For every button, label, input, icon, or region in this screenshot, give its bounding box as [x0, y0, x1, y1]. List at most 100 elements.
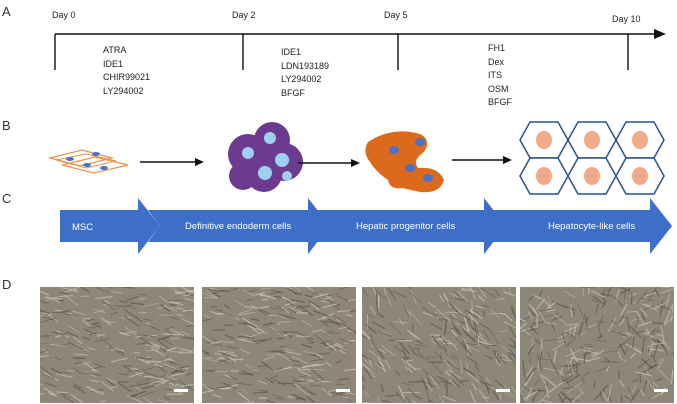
cell-texture: [281, 347, 295, 352]
cell-texture: [441, 318, 449, 322]
cell-texture: [648, 287, 658, 300]
cell-texture: [367, 349, 377, 356]
hepatocyte-nucleus: [632, 131, 648, 149]
cell-texture: [315, 381, 328, 384]
cell-texture: [508, 343, 516, 350]
cell-texture: [394, 370, 401, 376]
cell-texture: [640, 389, 645, 397]
cell-texture: [136, 342, 146, 345]
cell-texture: [295, 366, 302, 371]
cell-texture: [325, 331, 334, 333]
cell-texture: [83, 361, 96, 372]
cell-texture: [40, 300, 50, 304]
cell-texture: [55, 373, 73, 378]
cell-texture: [132, 367, 144, 372]
cell-texture: [118, 299, 128, 304]
drug-item: LY294002: [281, 74, 322, 84]
cell-texture: [639, 373, 641, 384]
cell-texture: [180, 330, 190, 336]
cell-texture: [410, 290, 417, 304]
cell-texture: [311, 293, 329, 299]
cell-texture: [617, 351, 622, 359]
cell-texture: [641, 336, 645, 352]
cell-texture: [520, 326, 536, 333]
cell-texture: [92, 323, 102, 329]
cell-texture: [601, 301, 606, 309]
cell-texture: [317, 317, 331, 320]
cell-texture: [211, 329, 226, 332]
cell-texture: [218, 358, 230, 362]
cell-texture: [509, 348, 516, 361]
cell-texture: [654, 300, 670, 310]
cell-texture: [235, 300, 244, 306]
cell-texture: [276, 397, 283, 400]
cell-texture: [523, 390, 538, 401]
cell-texture: [370, 334, 375, 347]
cell-texture: [185, 324, 194, 328]
cell-texture: [40, 309, 51, 315]
cell-texture: [70, 393, 84, 403]
cell-texture: [657, 359, 661, 371]
cell-texture: [459, 324, 468, 336]
cell-texture: [586, 356, 601, 363]
cell-texture: [402, 348, 408, 361]
cell-texture: [407, 387, 415, 395]
cell-texture: [87, 321, 100, 326]
micrograph-day-0: [40, 287, 194, 403]
cell-texture: [216, 350, 235, 354]
cell-texture: [362, 335, 368, 339]
cell-texture: [415, 339, 423, 344]
cell-texture: [48, 391, 58, 398]
cell-texture: [624, 287, 627, 300]
cell-texture: [78, 361, 92, 366]
cell-texture: [564, 324, 580, 332]
cell-texture: [577, 321, 584, 338]
cell-texture: [124, 326, 137, 335]
cell-texture: [436, 375, 447, 382]
cell-texture: [126, 368, 144, 373]
cell-texture: [455, 322, 470, 333]
cell-texture: [182, 318, 194, 325]
cell-texture: [602, 287, 606, 296]
cell-texture: [648, 327, 654, 334]
cell-texture: [520, 380, 528, 393]
cell-texture: [600, 292, 607, 304]
cell-texture: [123, 365, 132, 371]
cell-texture: [414, 353, 430, 361]
cell-texture: [591, 299, 606, 305]
cell-texture: [659, 299, 664, 317]
cell-texture: [261, 360, 274, 371]
cell-texture: [324, 333, 340, 335]
cell-texture: [74, 361, 82, 365]
cell-texture: [453, 292, 459, 299]
cell-texture: [281, 306, 291, 315]
cell-texture: [224, 324, 234, 327]
scale-bar: [496, 389, 510, 392]
cell-texture: [73, 368, 83, 375]
cell-texture: [459, 357, 463, 374]
cell-texture: [641, 311, 646, 322]
cell-texture: [88, 332, 98, 336]
cell-texture: [630, 318, 636, 324]
cell-texture: [557, 393, 565, 403]
cell-texture: [245, 364, 253, 369]
cell-texture: [182, 386, 192, 389]
cell-texture: [149, 341, 159, 346]
cell-texture: [363, 364, 375, 376]
cell-texture: [54, 309, 63, 312]
cell-texture: [425, 387, 430, 403]
cell-texture: [511, 386, 516, 394]
cell-texture: [285, 350, 302, 356]
cell-texture: [297, 368, 311, 377]
cell-texture: [104, 299, 111, 305]
cell-texture: [439, 339, 450, 342]
cell-texture: [165, 326, 174, 330]
cell-texture: [586, 323, 596, 329]
stage-label-msc: MSC: [72, 222, 94, 233]
cell-texture: [227, 356, 238, 363]
cell-texture: [405, 359, 415, 362]
cell-texture: [213, 290, 224, 294]
cell-texture: [162, 333, 181, 336]
cell-texture: [216, 309, 234, 317]
cell-texture: [486, 292, 499, 300]
